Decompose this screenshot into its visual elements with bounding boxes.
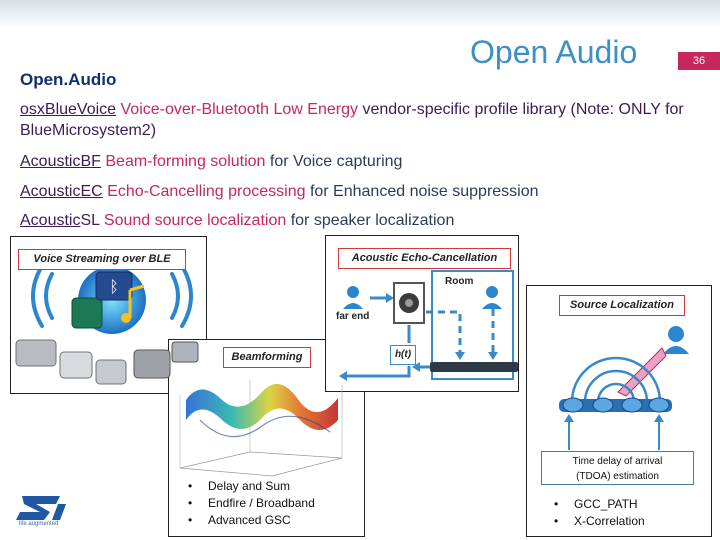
library-description: Sound source localization [103, 212, 287, 229]
beamforming-bullets: Delay and Sum Endfire / Broadband Advanc… [186, 478, 315, 529]
svg-text:ᛒ: ᛒ [109, 277, 119, 296]
library-name[interactable]: Acoustic [20, 212, 81, 229]
list-item: GCC_PATH [552, 496, 645, 513]
library-name[interactable]: AcousticBF [20, 153, 101, 170]
library-line-osxbluevoice: osxBlueVoice Voice-over-Bluetooth Low En… [20, 99, 710, 141]
library-name[interactable]: AcousticEC [20, 183, 103, 200]
source-localization-bullets: GCC_PATH X-Correlation [552, 496, 645, 530]
sensor-boards-icon [15, 339, 199, 385]
list-item: Endfire / Broadband [186, 495, 315, 512]
source-localization-title: Source Localization [559, 295, 685, 316]
list-item: X-Correlation [552, 513, 645, 530]
echo-diagram [339, 270, 518, 381]
filter-ht-box: h(t) [390, 345, 416, 365]
beam-pattern-plot [179, 380, 343, 477]
echo-cancellation-title: Acoustic Echo-Cancellation [338, 248, 511, 269]
st-logo-icon [16, 496, 66, 520]
library-detail: vendor-specific profile library (Note: O… [20, 101, 684, 139]
room-label: Room [445, 276, 474, 287]
library-name-suffix: SL [80, 212, 100, 229]
page-number-badge: 36 [678, 52, 720, 70]
library-name[interactable]: osxBlueVoice [20, 101, 117, 118]
section-heading: Open.Audio [20, 70, 117, 89]
voice-streaming-title: Voice Streaming over BLE [18, 249, 186, 270]
library-line-acousticbf: AcousticBF Beam-forming solution for Voi… [20, 151, 710, 172]
ble-wave-icon [31, 264, 193, 328]
beamforming-title: Beamforming [223, 347, 311, 368]
tdoa-line-2: (TDOA) estimation [576, 471, 659, 482]
library-line-acousticec: AcousticEC Echo-Cancelling processing fo… [20, 181, 710, 202]
library-description: Echo-Cancelling processing [107, 183, 306, 200]
list-item: Delay and Sum [186, 478, 315, 495]
library-line-acousticsl: AcousticSL Sound source localization for… [20, 210, 710, 231]
source-localization-diagram [559, 326, 689, 450]
slide-title: Open Audio [470, 34, 638, 70]
microphone-chip-icon: ᛒ [71, 266, 146, 334]
library-detail: for Enhanced noise suppression [309, 183, 539, 200]
top-gradient-band [0, 0, 720, 28]
tdoa-box: Time delay of arrival (TDOA) estimation [541, 451, 694, 485]
far-end-label: far end [336, 311, 370, 322]
library-detail: for Voice capturing [269, 153, 403, 170]
library-description: Beam-forming solution [105, 153, 266, 170]
list-item: Advanced GSC [186, 512, 315, 529]
tdoa-line-1: Time delay of arrival [572, 456, 663, 467]
library-detail: for speaker localization [290, 212, 455, 229]
logo-tagline: life.augmented [19, 521, 59, 527]
library-description: Voice-over-Bluetooth Low Energy [120, 101, 358, 118]
